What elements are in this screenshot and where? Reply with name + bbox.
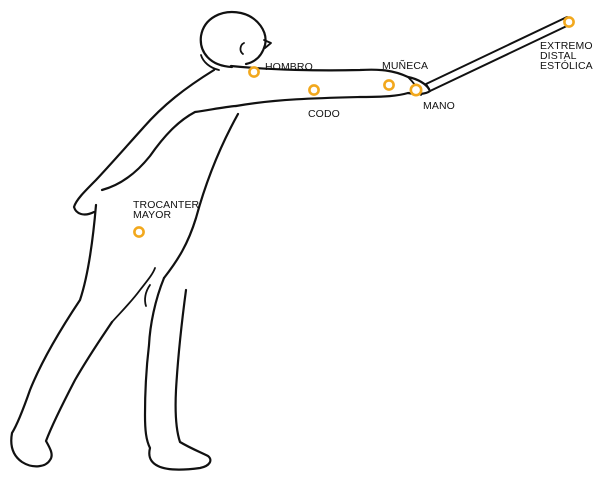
marker-mano xyxy=(409,83,423,97)
front-leg-outline xyxy=(111,267,212,471)
rear-leg-outline xyxy=(10,203,114,468)
label-extremo-line2: DISTAL xyxy=(540,50,577,62)
label-hombro: HOMBRO xyxy=(265,61,313,73)
marker-extremo-distal xyxy=(563,16,575,28)
label-trocanter-line2: MAYOR xyxy=(133,209,172,221)
label-extremo-line1: EXTREMO xyxy=(540,40,593,52)
torso-outline xyxy=(72,68,240,280)
label-trocanter-line1: TROCANTER xyxy=(133,199,200,211)
label-extremo-line3: ESTÓLICA xyxy=(540,59,593,72)
landmark-labels: HOMBRO CODO MUÑECA MANO EXTREMO DISTAL E… xyxy=(133,40,593,221)
label-codo: CODO xyxy=(308,108,340,120)
arm-outline xyxy=(229,64,432,108)
marker-muneca xyxy=(383,79,395,91)
landmark-markers xyxy=(133,16,575,238)
label-mano: MANO xyxy=(423,100,455,112)
marker-trocanter xyxy=(133,226,145,238)
marker-hombro xyxy=(248,66,260,78)
label-muneca: MUÑECA xyxy=(382,59,428,72)
marker-codo xyxy=(308,84,320,96)
head-outline xyxy=(199,11,272,71)
